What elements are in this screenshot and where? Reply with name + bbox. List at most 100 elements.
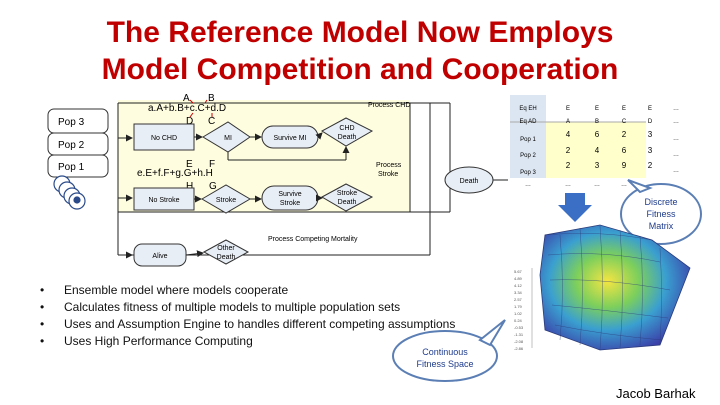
matrix-cell: … bbox=[673, 168, 679, 174]
stroke-death-state bbox=[320, 183, 374, 212]
matrix-cell: 3 bbox=[648, 146, 653, 155]
z-tick: 2.57 bbox=[514, 297, 523, 302]
stroke-letter-h: H bbox=[186, 181, 193, 192]
down-arrow-icon bbox=[558, 193, 592, 222]
matrix-row-label-3: Pop 2 bbox=[520, 153, 536, 159]
survive-mi-label: Survive MI bbox=[273, 135, 306, 142]
matrix-row-label-4: Pop 3 bbox=[520, 170, 536, 176]
chd-death-state bbox=[321, 117, 374, 147]
matrix-cell: A bbox=[566, 119, 570, 125]
matrix-cell: … bbox=[673, 106, 679, 112]
bullet-item: Ensemble model where models cooperate bbox=[40, 282, 455, 299]
continuous-text-2: Fitness Space bbox=[416, 359, 473, 369]
matrix-cell: 9 bbox=[622, 161, 627, 170]
matrix-cell: 4 bbox=[595, 146, 600, 155]
matrix-cell: … bbox=[673, 152, 679, 158]
chd-letter-c: C bbox=[208, 116, 215, 127]
matrix-cell: 6 bbox=[622, 146, 627, 155]
matrix-cell: E bbox=[622, 106, 626, 112]
chd-letter-a: A bbox=[183, 93, 190, 104]
z-tick: 4.89 bbox=[514, 276, 523, 281]
z-tick: -2.08 bbox=[514, 339, 524, 344]
matrix-cell: 2 bbox=[648, 161, 653, 170]
stroke-letter-g: G bbox=[209, 181, 217, 192]
matrix-cell: D bbox=[648, 119, 653, 125]
matrix-cell: 2 bbox=[566, 161, 571, 170]
chd-death-label-2: Death bbox=[338, 134, 357, 141]
z-tick: 3.34 bbox=[514, 290, 523, 295]
matrix-cell: E bbox=[595, 106, 599, 112]
matrix-cell: 3 bbox=[648, 130, 653, 139]
matrix-more: … bbox=[594, 182, 600, 188]
stroke-death-label-1: Stroke bbox=[337, 190, 357, 197]
mi-label: MI bbox=[224, 135, 232, 142]
z-tick: 5.67 bbox=[514, 269, 523, 274]
chd-death-label-1: CHD bbox=[339, 125, 354, 132]
bullet-item: Uses and Assumption Engine to handles di… bbox=[40, 316, 455, 333]
pop3-label: Pop 3 bbox=[58, 117, 85, 128]
discrete-text-1: Discrete bbox=[644, 197, 677, 207]
death-state bbox=[444, 166, 494, 194]
stroke-letter-f: F bbox=[209, 159, 215, 170]
matrix-cell: C bbox=[622, 119, 627, 125]
bullet-item: Uses High Performance Computing bbox=[40, 333, 455, 350]
bullet-item: Calculates fitness of multiple models to… bbox=[40, 299, 455, 316]
matrix-cell: B bbox=[595, 119, 599, 125]
survive-stroke-label-2: Stroke bbox=[280, 200, 300, 207]
population-stack: Pop 3 Pop 2 Pop 1 bbox=[47, 108, 109, 178]
fitness-surface-plot: 5.67 4.89 4.12 3.34 2.57 1.79 1.02 0.24 … bbox=[514, 224, 691, 351]
discrete-text-2: Fitness bbox=[646, 209, 676, 219]
matrix-row-label-0: Eq EH bbox=[519, 106, 536, 112]
fitness-matrix: Eq EH Eq AD Pop 1 Pop 2 Pop 3 E E E E … … bbox=[510, 95, 679, 188]
matrix-cell: E bbox=[648, 106, 652, 112]
z-tick: 1.79 bbox=[514, 304, 523, 309]
survive-stroke-label-1: Survive bbox=[278, 191, 301, 198]
stroke-label: Stroke bbox=[216, 197, 236, 204]
no-stroke-label: No Stroke bbox=[148, 197, 179, 204]
process-stroke-label-2: Stroke bbox=[378, 171, 398, 178]
z-tick: -1.31 bbox=[514, 332, 524, 337]
matrix-cell: 3 bbox=[595, 161, 600, 170]
author-name: Jacob Barhak bbox=[616, 386, 696, 401]
matrix-cell: … bbox=[673, 136, 679, 142]
slide-title-line1: The Reference Model Now Employs bbox=[106, 16, 614, 49]
matrix-more: … bbox=[621, 182, 627, 188]
alive-label: Alive bbox=[152, 253, 167, 260]
process-mortality-label: Process Competing Mortality bbox=[268, 236, 358, 243]
z-tick: 1.02 bbox=[514, 311, 523, 316]
matrix-more: … bbox=[525, 182, 531, 188]
process-stroke-label-1: Process bbox=[376, 162, 402, 169]
matrix-row-label-1: Eq AD bbox=[519, 119, 537, 125]
chd-letter-d: D bbox=[186, 116, 193, 127]
matrix-more: … bbox=[565, 182, 571, 188]
people-icon bbox=[53, 175, 86, 210]
slide-title-line2: Model Competition and Cooperation bbox=[101, 53, 619, 86]
other-death-state bbox=[202, 239, 250, 265]
z-tick: -0.53 bbox=[514, 325, 524, 330]
discrete-text-3: Matrix bbox=[649, 221, 674, 231]
z-tick: -2.86 bbox=[514, 346, 524, 351]
no-chd-label: No CHD bbox=[151, 135, 177, 142]
pop1-label: Pop 1 bbox=[58, 162, 85, 173]
matrix-cell: 6 bbox=[595, 130, 600, 139]
matrix-row-label-2: Pop 1 bbox=[520, 137, 536, 143]
z-tick: 4.12 bbox=[514, 283, 523, 288]
chd-letter-b: B bbox=[208, 93, 215, 104]
matrix-cell: 4 bbox=[566, 130, 571, 139]
no-chd-state bbox=[133, 123, 195, 151]
other-death-label-2: Death bbox=[217, 254, 236, 261]
pop2-label: Pop 2 bbox=[58, 140, 85, 151]
stroke-letter-e: E bbox=[186, 159, 193, 170]
matrix-cell: E bbox=[566, 106, 570, 112]
continuous-text-1: Continuous bbox=[422, 347, 468, 357]
pop1-card bbox=[47, 154, 109, 178]
matrix-cell: … bbox=[673, 119, 679, 125]
other-death-label-1: Other bbox=[217, 245, 235, 252]
matrix-cell: 2 bbox=[566, 146, 571, 155]
stroke-death-label-2: Death bbox=[338, 199, 357, 206]
discrete-matrix-callout: Discrete Fitness Matrix bbox=[620, 179, 702, 245]
chd-equation: a.A+b.B+c.C+d.D bbox=[148, 103, 226, 114]
process-chd-label: Process CHD bbox=[368, 102, 410, 109]
bullet-list: Ensemble model where models cooperate Ca… bbox=[40, 282, 455, 350]
